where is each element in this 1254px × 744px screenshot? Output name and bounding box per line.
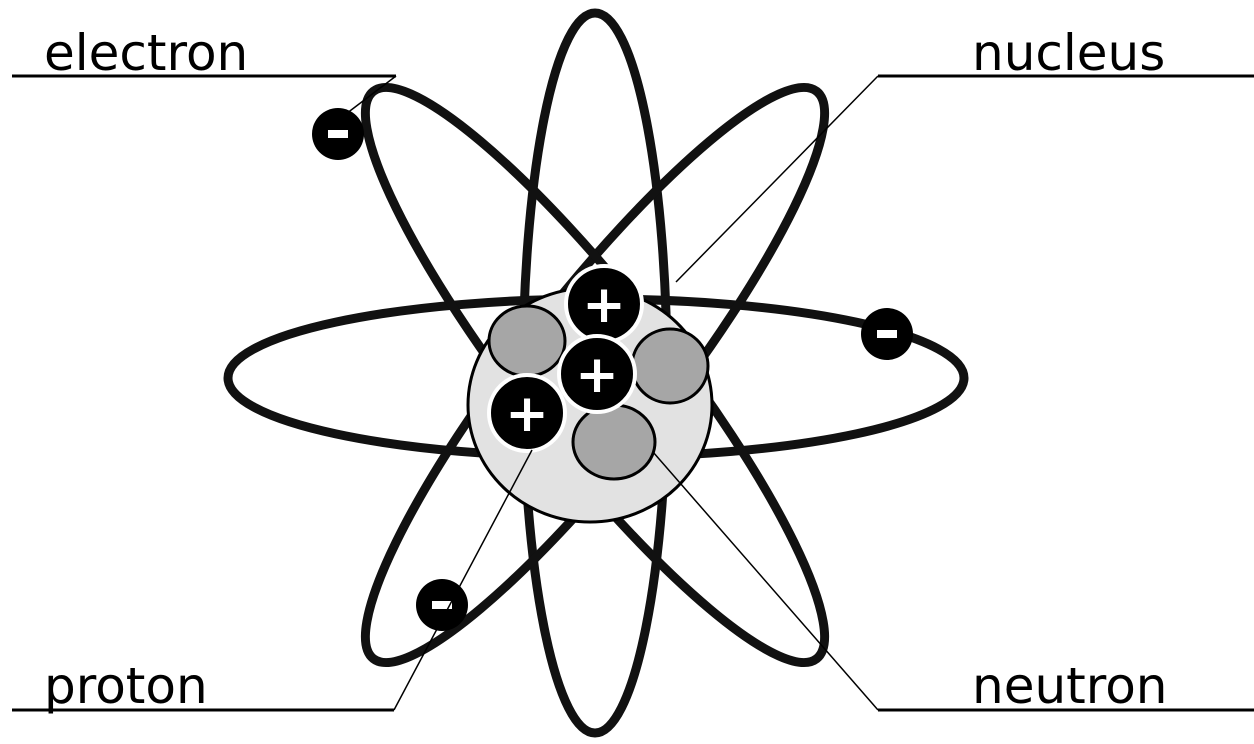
proton: +: [566, 266, 642, 342]
proton: +: [559, 336, 635, 412]
neutron: [489, 306, 565, 376]
neutron: [632, 329, 708, 403]
proton: +: [489, 375, 565, 451]
proton-label: proton: [44, 657, 208, 715]
neutron-label: neutron: [972, 657, 1167, 715]
proton-charge: +: [575, 345, 619, 405]
electron: [861, 308, 913, 360]
electron-label: electron: [44, 24, 248, 82]
nucleus-label: nucleus: [972, 24, 1165, 82]
proton-charge: +: [582, 275, 626, 335]
electron-charge: [328, 130, 348, 138]
proton-charge: +: [505, 384, 549, 444]
electron-charge: [877, 330, 897, 338]
electron: [312, 108, 364, 160]
nucleus-leader: [676, 76, 878, 282]
neutron: [573, 405, 655, 479]
